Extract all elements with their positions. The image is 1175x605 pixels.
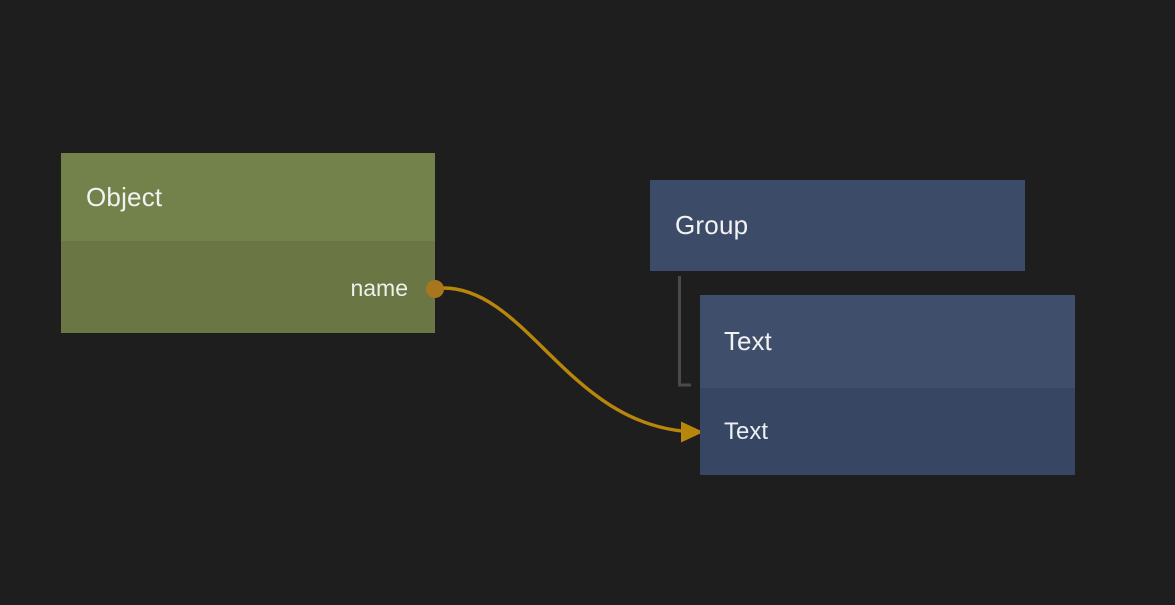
object-port-row[interactable]: name [350,275,444,302]
connection-edge-name-to-text[interactable] [441,286,704,443]
object-node-body[interactable]: name [61,241,444,333]
group-child-bracket [678,276,691,387]
text-node-header[interactable]: Text [700,295,1075,388]
port-dot-icon[interactable] [426,279,444,298]
group-node-header[interactable]: Group [650,180,1025,271]
text-node-field-label: Text [724,417,769,445]
object-node[interactable]: Object name [61,153,444,333]
text-node-title: Text [724,326,772,356]
object-node-header[interactable]: Object [61,153,435,241]
object-node-title: Object [86,181,163,212]
group-node-title: Group [675,210,749,240]
text-node-body[interactable]: Text [700,388,1075,475]
object-port-label: name [350,275,408,301]
text-node[interactable]: Text Text [700,295,1075,475]
